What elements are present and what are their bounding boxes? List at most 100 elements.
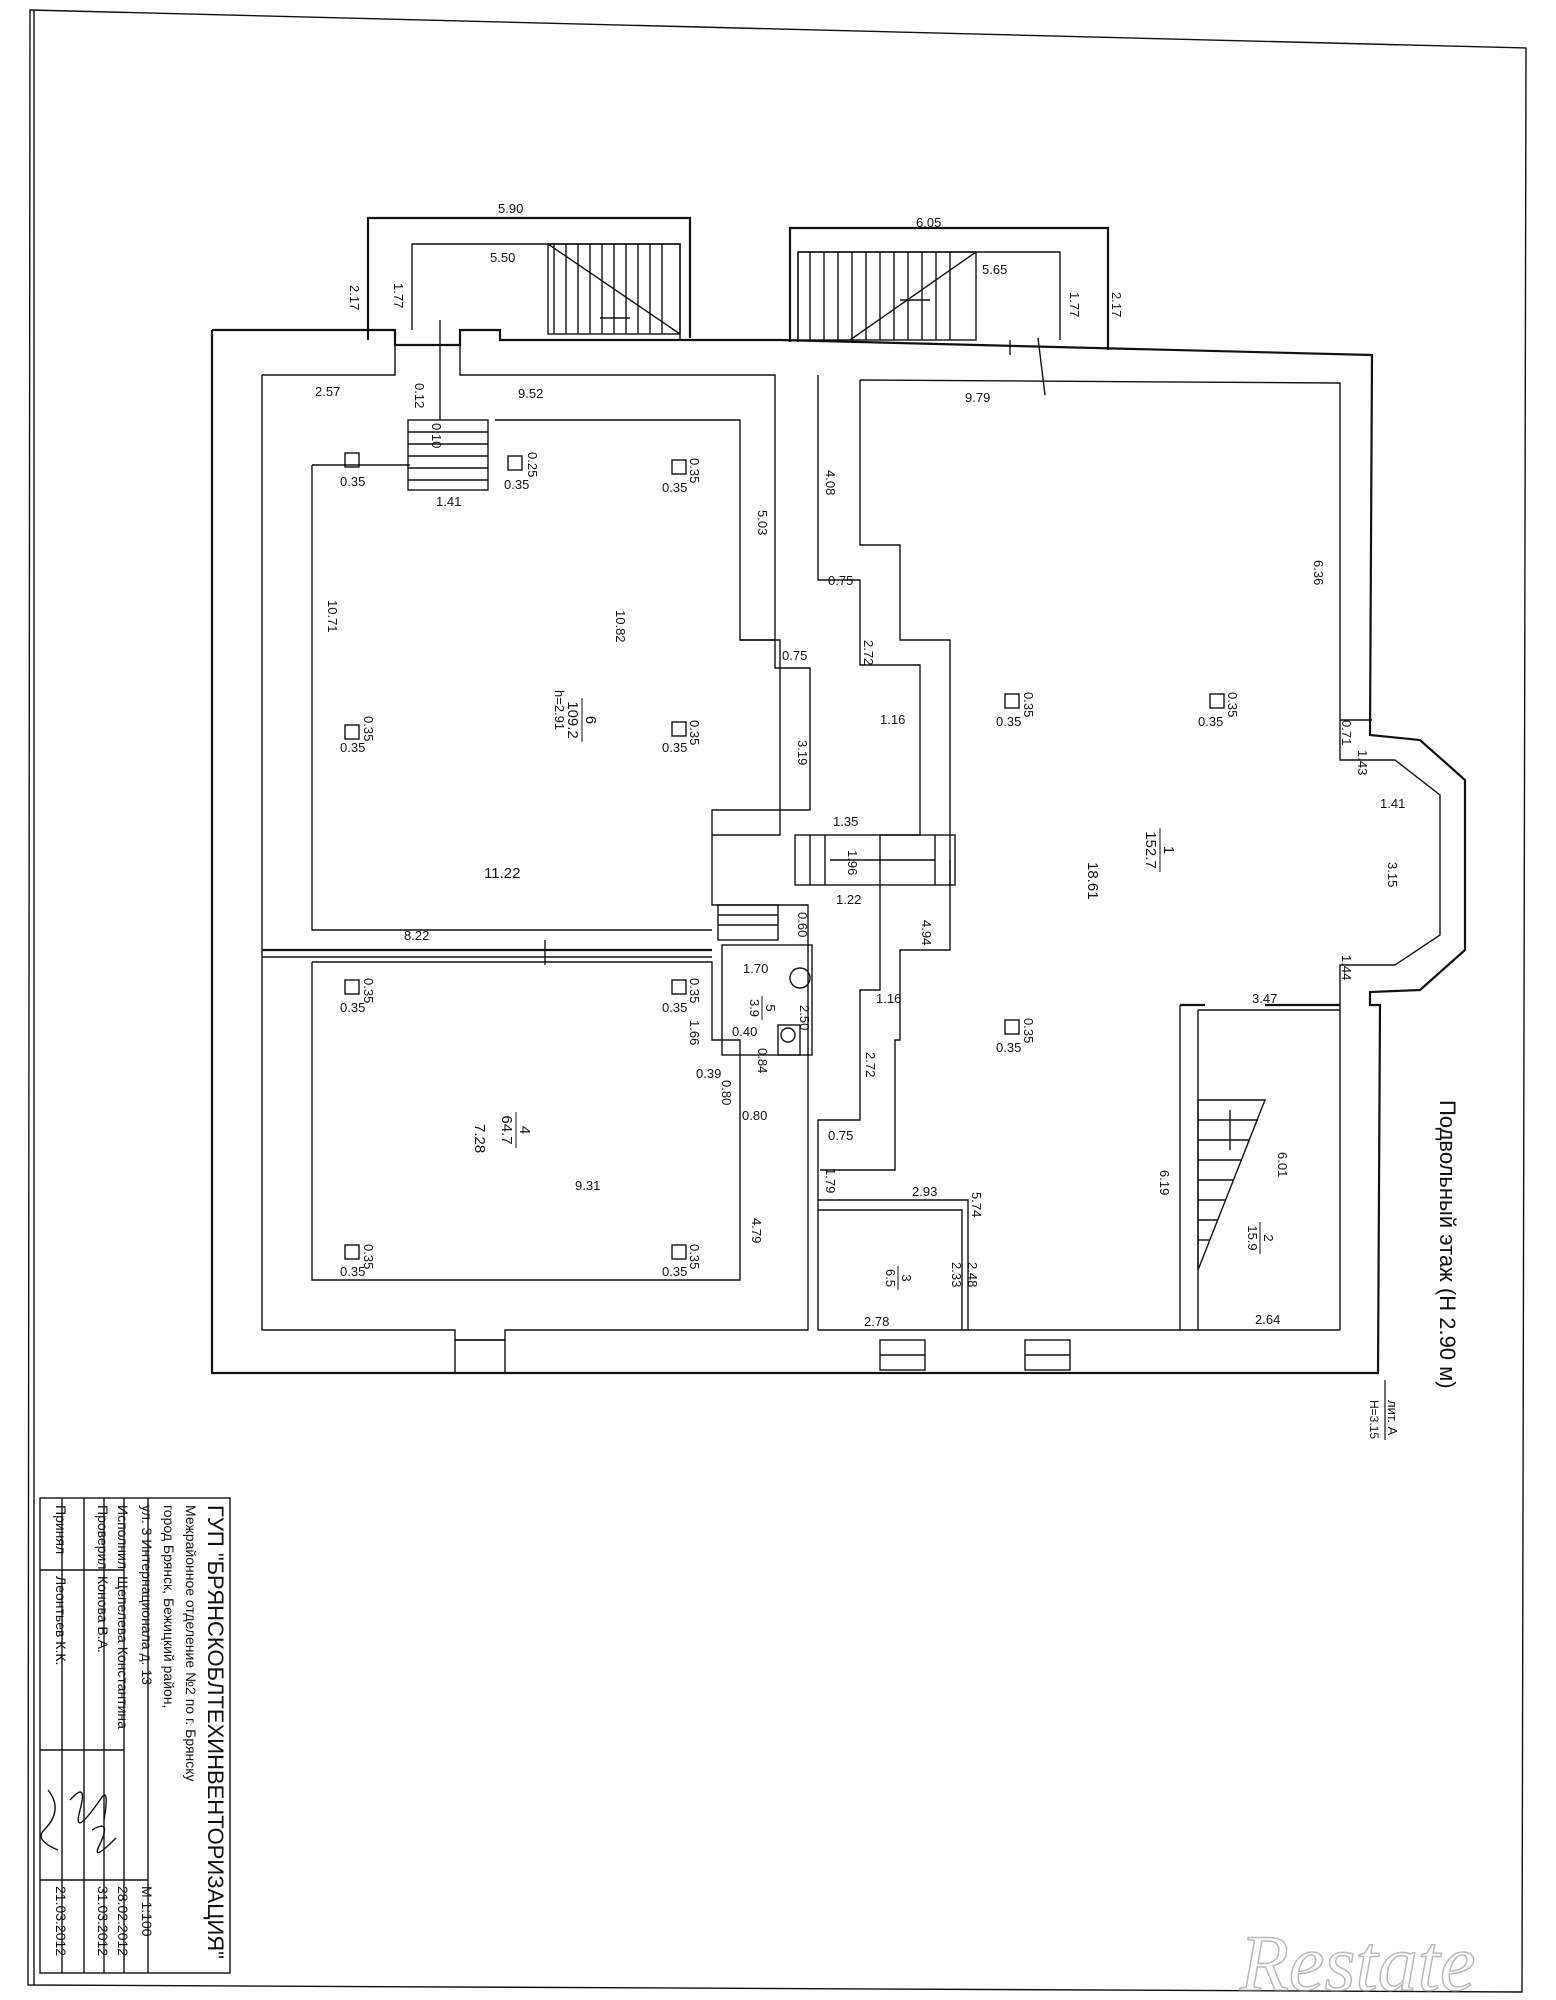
dim-1-44: 1.44 (1339, 955, 1354, 980)
dim-0-12: 0.12 (412, 383, 427, 408)
dim-top-right-outer: 6.05 (916, 215, 941, 230)
dim-1-41b: 1.41 (1380, 796, 1405, 811)
col-label: 0.35 (340, 1264, 365, 1279)
dim-0-75a: 0.75 (828, 573, 853, 588)
dim-0-80b: 0.80 (742, 1108, 767, 1123)
dim-2-78: 2.78 (864, 1314, 889, 1329)
col-label: 0.35 (340, 474, 365, 489)
stamp-date: 28.02.2012 (115, 1886, 131, 1956)
stamp-role: Исполнил (115, 1505, 131, 1569)
dim-6-19: 6.19 (1157, 1170, 1172, 1195)
dim-4-08: 4.08 (823, 470, 838, 495)
dim-1-16a: 1.16 (880, 712, 905, 727)
col-label: 0.35 (504, 477, 529, 492)
col-label: 0.35 (361, 1244, 376, 1269)
stamp-role: Проверил (95, 1505, 111, 1569)
dim-2-48: 2.48 (965, 1262, 980, 1287)
room-3-label: 3 6.5 (883, 1266, 914, 1290)
stamp-date: 21.03.2012 (53, 1886, 69, 1956)
signature (69, 1791, 107, 1824)
dim-6-01: 6.01 (1275, 1152, 1290, 1177)
room-area: 152.7 (1142, 831, 1159, 869)
stamp-name: Щепелева Константина (115, 1576, 131, 1729)
col-label: 0.35 (687, 978, 702, 1003)
dim-1-43: 1.43 (1355, 750, 1370, 775)
dim-0-84: 0.84 (755, 1048, 770, 1073)
dim-5-74: 5.74 (969, 1192, 984, 1217)
room-number: 3 (899, 1274, 914, 1281)
col-label: 0.35 (1021, 1018, 1036, 1043)
windows (454, 337, 1071, 1374)
col-label: 0.35 (687, 720, 702, 745)
dim-0-71: 0.71 (1339, 720, 1354, 745)
col-label: 0.35 (361, 716, 376, 741)
dim-10-71: 10.71 (325, 600, 340, 633)
col-label: 0.35 (687, 458, 702, 483)
stamp-date: 31.03.2012 (95, 1886, 111, 1956)
col-label: 0.35 (340, 1000, 365, 1015)
dim-3-47: 3.47 (1252, 991, 1277, 1006)
room-area: 15.9 (1245, 1225, 1260, 1250)
lit-label: лит. А (1385, 1400, 1400, 1436)
sheet-frame (27, 9, 1527, 1993)
dim-7-28: 7.28 (471, 1124, 488, 1153)
dim-10-82: 10.82 (613, 610, 628, 643)
room-5-label: 5 3.9 (747, 996, 778, 1020)
room-number: 2 (1261, 1234, 1276, 1241)
dim-2-57: 2.57 (315, 384, 340, 399)
stair-annex-right (788, 226, 1110, 350)
dim-2-33: 2.33 (949, 1262, 964, 1287)
bathroom-fixtures (721, 944, 813, 1056)
dim-1-16b: 1.16 (876, 991, 901, 1006)
stamp-department: Межрайонное отделение №2 по г. Брянску (183, 1505, 199, 1782)
col-label: 0.35 (662, 740, 687, 755)
stamp-street: ул. 3 Интернационала д. 13 (139, 1505, 155, 1685)
dim-1-96: 1.96 (845, 850, 860, 875)
stamp-city: город Брянск, Бежицкий район, (161, 1505, 177, 1708)
dim-9-79: 9.79 (965, 390, 990, 405)
dim-1-41: 1.41 (436, 494, 461, 509)
watermark: Restate (1239, 1920, 1475, 2000)
dim-3-15: 3.15 (1385, 862, 1400, 887)
dim-1-22: 1.22 (836, 892, 861, 907)
col-label: 0.35 (996, 1040, 1021, 1055)
room-number: 4 (516, 1126, 533, 1134)
title-stamp: ГУП "БРЯНСКОБЛТЕХИНВЕНТОРИЗАЦИЯ" Межрайо… (39, 1497, 231, 1974)
stamp-org: ГУП "БРЯНСКОБЛТЕХИНВЕНТОРИЗАЦИЯ" (203, 1505, 228, 1959)
columns (344, 452, 1225, 1260)
room-area: 64.7 (498, 1115, 515, 1144)
room-area: 109.2 (564, 701, 581, 739)
room-number: 5 (763, 1004, 778, 1011)
signature (40, 1789, 59, 1851)
col-label: 0.35 (1021, 692, 1036, 717)
floor-title: Подвольный этаж (H 2.90 м) (1435, 1100, 1460, 1389)
stamp-scale: М 1:100 (139, 1886, 155, 1937)
dim-top-right-side-outer: 2.17 (1109, 292, 1124, 317)
room-labels: 1 152.7 2 15.9 3 6.5 4 64.7 5 3.9 6 109.… (498, 690, 1276, 1290)
signature (91, 1825, 117, 1854)
room-1-label: 1 152.7 (1142, 828, 1177, 872)
dim-top-left-side-inner: 1.77 (391, 283, 406, 308)
dim-1-79: 1.79 (823, 1168, 838, 1193)
col-label: 0.35 (662, 480, 687, 495)
lit-height: H=3.15 (1367, 1400, 1381, 1439)
dim-4-94: 4.94 (919, 920, 934, 945)
room-6-label: 6 109.2 (564, 698, 599, 742)
dim-0-60: 0.60 (795, 912, 810, 937)
room-area: 3.9 (747, 999, 762, 1017)
dim-2-64: 2.64 (1255, 1312, 1280, 1327)
room-4-label: 4 64.7 (498, 1112, 533, 1148)
room-2-label: 2 15.9 (1245, 1222, 1276, 1254)
col-label: 0.35 (662, 1264, 687, 1279)
dim-9-31: 9.31 (575, 1178, 600, 1193)
dim-9-52: 9.52 (518, 386, 543, 401)
dim-top-left-inner: 5.50 (490, 250, 515, 265)
dim-4-79: 4.79 (749, 1218, 764, 1243)
entry-steps (407, 320, 1267, 1271)
dimension-labels: 5.90 5.50 2.17 1.77 6.05 5.65 1.77 2.17 … (315, 201, 1405, 1329)
col-label: 0.25 (525, 452, 540, 477)
stamp-name: Конова В.А. (95, 1576, 111, 1653)
dim-0-75c: 0.75 (828, 1128, 853, 1143)
col-label: 0.35 (687, 1244, 702, 1269)
dim-6-36: 6.36 (1311, 560, 1326, 585)
